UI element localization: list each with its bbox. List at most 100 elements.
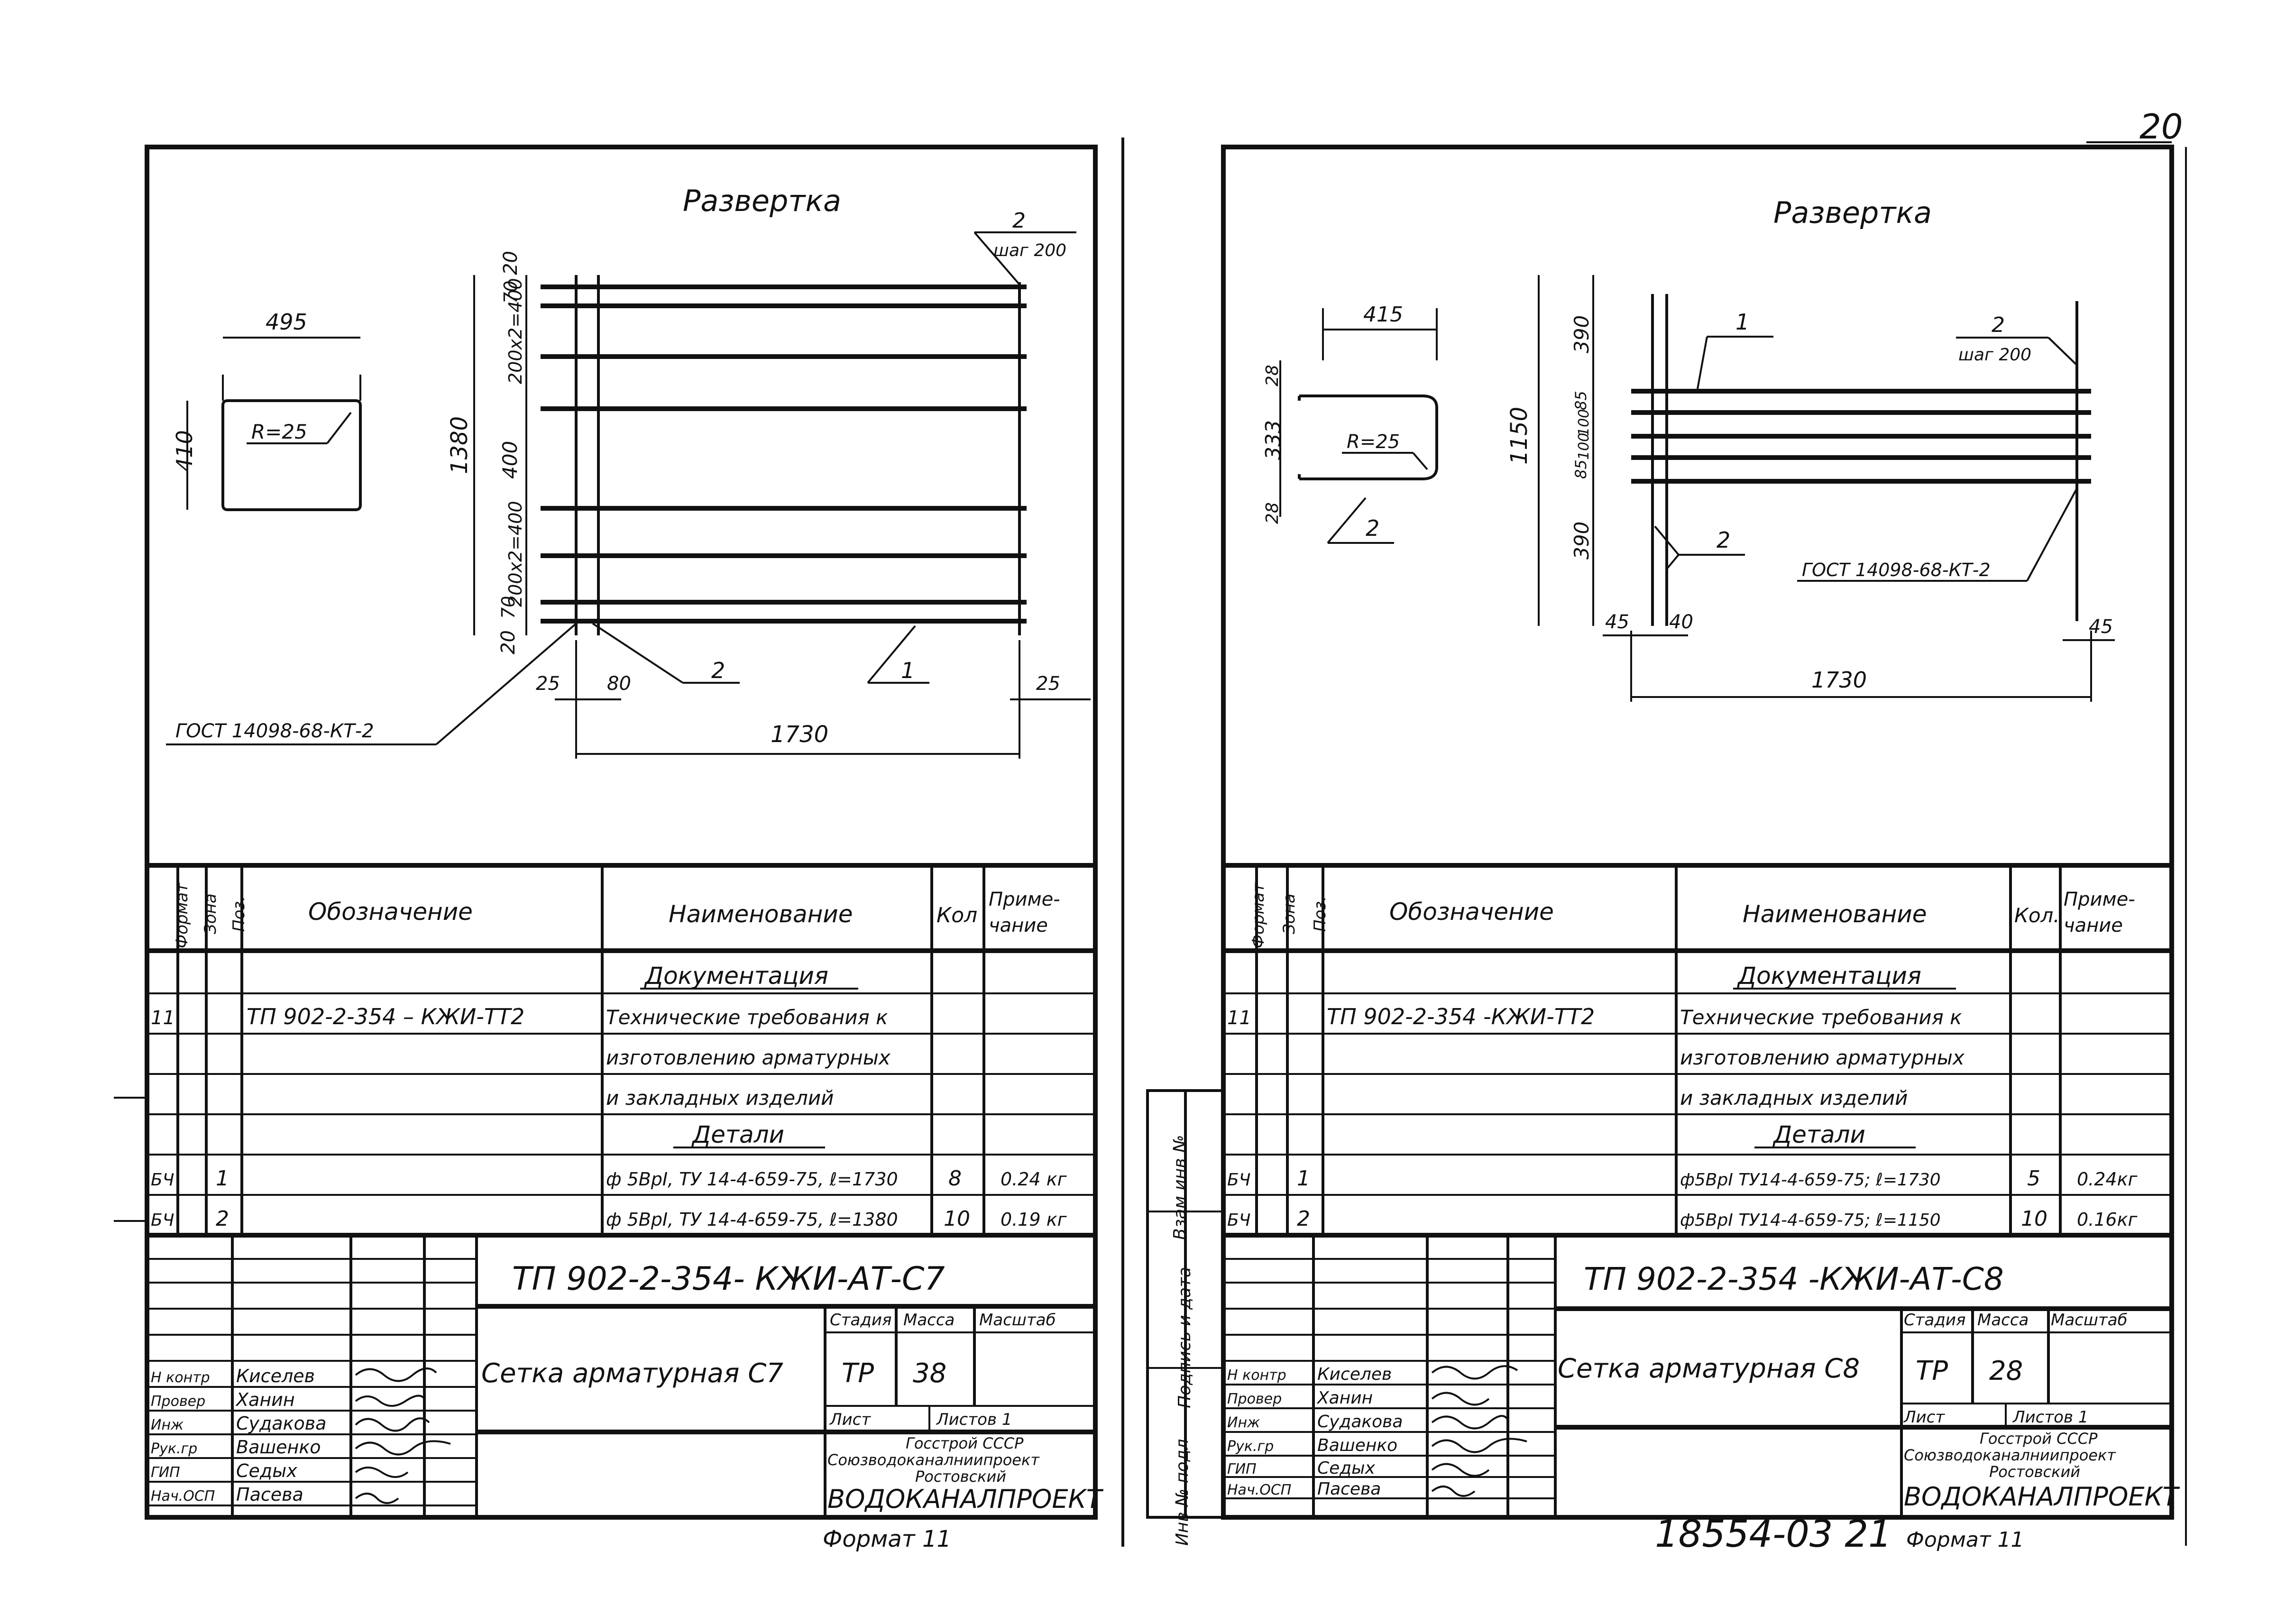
dim-span-top: 200х2=400 [505, 278, 526, 384]
hdr-designation: Обозначение [1389, 898, 1554, 926]
row-pos: 1 [216, 1166, 229, 1191]
signer-role: Рук.гр [1227, 1438, 1274, 1455]
org-line-4: ВОДОКАНАЛПРОЕКТ [1904, 1482, 2180, 1512]
doc-code: ТП 902-2-354 -КЖИ-АТ-С8 [1584, 1261, 2004, 1297]
section-docs: Документация [1737, 962, 1921, 990]
signature [355, 1367, 437, 1382]
signature [1431, 1486, 1476, 1497]
signer-name: Киселев [236, 1366, 315, 1386]
page-number: 20 [2139, 107, 2183, 147]
signer-role: Провер [1227, 1391, 1282, 1407]
spec-row: БЧ 2 ф 5ВрI, ТУ 14-4-659-75, ℓ=1380 10 0… [151, 1207, 1067, 1231]
scale-label: Масштаб [979, 1311, 1056, 1330]
format-label: Формат 11 [823, 1526, 951, 1552]
hdr-note-2: чание [2064, 915, 2123, 936]
pos-label-2-bottom: 2 [1717, 527, 1730, 553]
row-qty: 5 [2027, 1166, 2040, 1191]
dim-radius: R=25 [1347, 431, 1400, 453]
dim-first-bar: 80 [607, 673, 631, 695]
mass-value: 28 [1989, 1356, 2023, 1386]
dim-bottom-gap: 20 [497, 630, 519, 654]
pos-label-2-top: 2 [1012, 209, 1026, 233]
spec-row: БЧ 1 ф 5ВрI, ТУ 14-4-659-75, ℓ=1730 8 0.… [151, 1166, 1067, 1191]
signer-name: Ханин [235, 1389, 295, 1410]
signer-role: Нач.ОСП [1227, 1482, 1291, 1498]
signature [355, 1395, 425, 1407]
hdr-qty: Кол [936, 903, 977, 927]
signer-role: Н контр [1227, 1367, 1286, 1384]
signer-name: Седых [1317, 1459, 1376, 1478]
signer-role: ГИП [1227, 1461, 1257, 1477]
row-pos: 2 [1297, 1207, 1310, 1231]
hdr-note: Приме- [989, 889, 1060, 910]
step-label-top: шаг 200 [993, 241, 1066, 260]
doc-name: Сетка арматурная С8 [1558, 1353, 1860, 1384]
mass-label: Масса [1977, 1311, 2029, 1330]
mesh-c7: 20 70 200х2=400 400 200х2=400 70 20 1380… [166, 209, 1091, 759]
doc-name-1: Технические требования к [1680, 1006, 1962, 1029]
signer-role: Инж [151, 1417, 184, 1433]
row-name: ф 5ВрI, ТУ 14-4-659-75, ℓ=1380 [606, 1209, 898, 1230]
dim-span-mid: 400 [498, 441, 522, 479]
dim-left-offset: 25 [536, 673, 560, 695]
gost-label: ГОСТ 14098-68-КТ-2 [175, 720, 374, 742]
sheet-c7: Развертка 495 410 R=25 [114, 145, 1104, 1552]
dim-total-height: 1380 [446, 416, 473, 474]
org-line-3: Ростовский [915, 1468, 1006, 1486]
section-parts: Детали [1772, 1121, 1865, 1148]
row-pos: 2 [216, 1207, 229, 1231]
sheet-label: Лист [1903, 1408, 1945, 1427]
hdr-note: Приме- [2064, 889, 2135, 910]
dim-height: 333 [1261, 420, 1285, 460]
row-note: 0.24 кг [1001, 1169, 1067, 1190]
row-name: ф5ВрI ТУ14-4-659-75; ℓ=1150 [1680, 1211, 1941, 1230]
hdr-designation: Обозначение [308, 898, 473, 926]
spec-row: БЧ 1 ф5ВрI ТУ14-4-659-75; ℓ=1730 5 0.24к… [1227, 1166, 2138, 1191]
doc-designation: ТП 902-2-354 – КЖИ-ТТ2 [247, 1004, 524, 1029]
signature [1431, 1392, 1490, 1406]
doc-code: ТП 902-2-354- КЖИ-АТ-С7 [512, 1260, 945, 1298]
hdr-pos: Поз. [1311, 896, 1330, 932]
doc-name: Сетка арматурная С7 [481, 1358, 783, 1389]
signature [1431, 1415, 1509, 1430]
signer-name: Вашенко [236, 1437, 321, 1458]
signer-role: Провер [151, 1393, 205, 1410]
signature [355, 1467, 409, 1478]
dim-gap-small-2: 70 [498, 596, 519, 619]
mass-label: Масса [903, 1311, 955, 1330]
signer-role: Нач.ОСП [151, 1488, 215, 1505]
signer-name: Киселев [1317, 1365, 1392, 1384]
drawing-title: Развертка [1773, 195, 1932, 230]
hdr-format: Формат [1249, 882, 1268, 948]
row-format: БЧ [151, 1170, 174, 1190]
signer-name: Пасева [1317, 1479, 1381, 1499]
pos-label-1: 1 [1735, 309, 1749, 335]
title-block-c7: ТП 902-2-354- КЖИ-АТ-С7 Сетка арматурная… [147, 1233, 1104, 1517]
hdr-zone: Зона [1280, 893, 1299, 934]
section-profile: 495 410 R=25 [172, 309, 362, 511]
doc-name-2: изготовлению арматурных [1680, 1046, 1965, 1069]
stage-value: ТР [842, 1358, 874, 1389]
signer-role: ГИП [151, 1464, 180, 1481]
doc-name-3: и закладных изделий [1680, 1086, 1908, 1110]
signer-role: Н контр [151, 1369, 210, 1386]
doc-name-1: Технические требования к [606, 1006, 888, 1029]
dim-right-offset: 25 [1036, 673, 1060, 695]
signer-name: Судакова [1317, 1412, 1403, 1431]
archive-number: 18554-03 21 [1655, 1513, 1892, 1556]
signature [1431, 1463, 1490, 1477]
hdr-qty: Кол. [2014, 904, 2060, 927]
row-note: 0.19 кг [1001, 1209, 1067, 1230]
stage-value: ТР [1916, 1356, 1948, 1386]
stage-label: Стадия [830, 1311, 891, 1330]
dim-first-bar: 40 [1669, 611, 1693, 633]
row-qty: 8 [948, 1166, 962, 1191]
spec-table-c8: Формат Зона Поз. Обозначение Наименовани… [1223, 863, 2172, 1236]
dim-height: 410 [172, 430, 197, 472]
row-note: 0.24кг [2077, 1169, 2138, 1190]
dim-bottom-leg: 28 [1263, 502, 1282, 524]
section-docs: Документация [644, 962, 828, 990]
signer-name: Ханин [1316, 1388, 1373, 1408]
dim-bottom-gap: 390 [1570, 522, 1593, 560]
doc-format: 11 [151, 1007, 175, 1029]
